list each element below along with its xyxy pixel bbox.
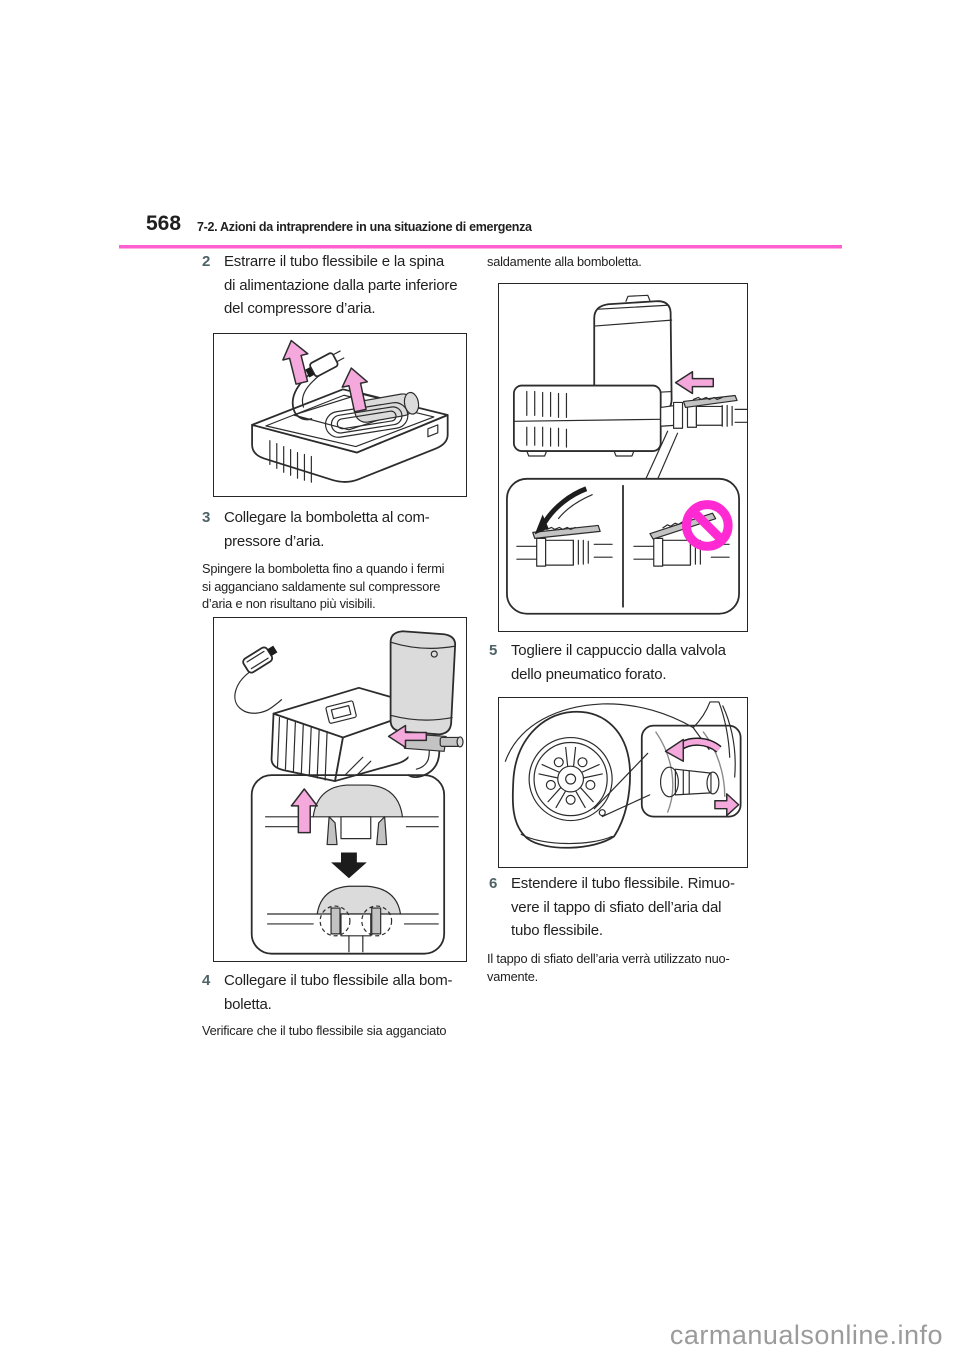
step-6: 6 Estendere il tubo flessibile. Rimuo- v… [489, 872, 735, 943]
step-6-note: Il tappo di sfiato dell’aria verrà utili… [487, 950, 730, 985]
step-6-line: tubo flessibile. [511, 922, 603, 939]
step-4-number: 4 [202, 972, 211, 989]
step-2: 2 Estrarre il tubo flessibile e la spina… [202, 250, 458, 321]
watermark: carmanualsonline.info [669, 1320, 943, 1350]
step-4-line: boletta. [224, 995, 272, 1013]
step-3: 3 Collegare la bomboletta al com- presso… [202, 506, 430, 553]
power-plug [305, 350, 345, 378]
pink-right-arrow-icon [714, 793, 740, 817]
page-number: 568 [146, 212, 182, 235]
step-2-line: di alimentazione dalla parte inferiore [224, 276, 458, 294]
valve-cap-illustration [504, 701, 742, 849]
note-line: saldamente alla bomboletta. [487, 254, 642, 269]
step-4-note-left: Verificare che il tubo flessibile sia ag… [202, 1022, 447, 1040]
step-5-line: dello pneumatico forato. [511, 665, 667, 683]
step-4-line: Collegare il tubo flessibile alla bom- [224, 972, 453, 989]
step-6-line: Estendere il tubo flessibile. Rimuo- [511, 875, 735, 892]
figure-canister-attach [213, 617, 467, 962]
step-5: 5 Togliere il cappuccio dalla valvola de… [489, 639, 726, 686]
black-down-arrow-icon [331, 852, 367, 879]
step-3-line: Collegare la bomboletta al com- [224, 509, 430, 526]
figure-valve-cap [498, 697, 748, 868]
note-line: Il tappo di sfiato dell’aria verrà utili… [487, 951, 730, 966]
step-3-line: pressore d’aria. [224, 532, 325, 550]
note-line: si agganciano saldamente sul compressore [202, 578, 441, 594]
pink-up-arrow-icon [341, 367, 369, 413]
step-6-number: 6 [489, 875, 498, 892]
step-3-note: Spingere la bomboletta fino a quando i f… [202, 560, 445, 613]
compressor-extract-illustration [251, 339, 449, 483]
black-curved-arrow-icon [534, 486, 593, 535]
step-6-line: vere il tappo di sfiato dell’aria dal [511, 898, 722, 916]
note-line: Verificare che il tubo flessibile sia ag… [202, 1023, 447, 1038]
step-4-note-right: saldamente alla bomboletta. [487, 253, 642, 271]
prohibition-icon [682, 500, 733, 551]
step-3-number: 3 [202, 509, 211, 526]
latch-highlight-circle [319, 905, 351, 937]
pink-rotate-arrow-icon [664, 737, 722, 762]
latch-highlight-circle [361, 905, 393, 937]
note-line: Spingere la bomboletta fino a quando i f… [202, 561, 445, 576]
step-5-number: 5 [489, 642, 498, 659]
pink-up-arrow-icon [290, 788, 318, 834]
hose-connect-illustration [506, 294, 747, 615]
step-2-line: del compressore d’aria. [224, 300, 376, 317]
note-line: vamente. [487, 968, 539, 984]
section-header: 7-2. Azioni da intraprendere in una situ… [197, 220, 532, 234]
power-plug [242, 645, 278, 674]
header-rule [119, 245, 842, 249]
note-line: d’aria e non risultano più visibili. [202, 596, 376, 611]
pink-left-arrow-icon [674, 370, 715, 395]
pink-left-arrow-icon [387, 724, 428, 749]
step-5-line: Togliere il cappuccio dalla valvola [511, 642, 726, 659]
canister-attach-illustration [234, 630, 464, 955]
step-2-number: 2 [202, 253, 211, 270]
step-4: 4 Collegare il tubo flessibile alla bom-… [202, 969, 453, 1016]
pink-up-arrow-icon [282, 339, 309, 385]
figure-hose-connect [498, 283, 748, 632]
step-2-line: Estrarre il tubo flessibile e la spina [224, 253, 445, 270]
figure-compressor-extract [213, 333, 467, 497]
